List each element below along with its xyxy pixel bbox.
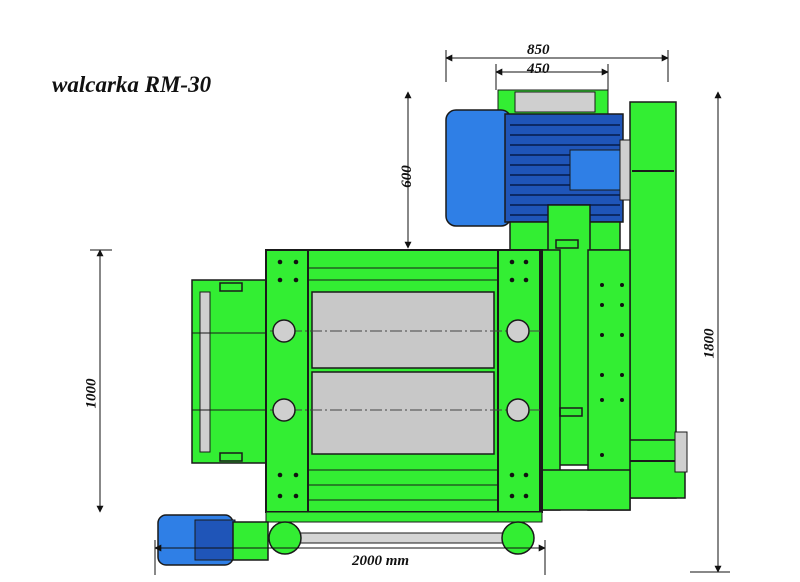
- main-motor: [445, 89, 631, 251]
- dim-top-outer: 850: [527, 42, 550, 58]
- main-frame: [265, 249, 543, 513]
- dimension-lines: [90, 50, 730, 575]
- dim-left-height: 1000: [83, 378, 100, 409]
- left-gearbox: [191, 279, 273, 464]
- bottom-drive: [157, 511, 543, 566]
- dim-bottom-length: 2000 mm: [352, 553, 410, 569]
- dim-top-inner: 450: [527, 61, 550, 77]
- dim-motor-height: 600: [398, 165, 415, 188]
- dim-right-height: 1800: [701, 328, 718, 359]
- machine-title: walcarka RM-30: [52, 72, 212, 97]
- gear-housing: [529, 204, 631, 511]
